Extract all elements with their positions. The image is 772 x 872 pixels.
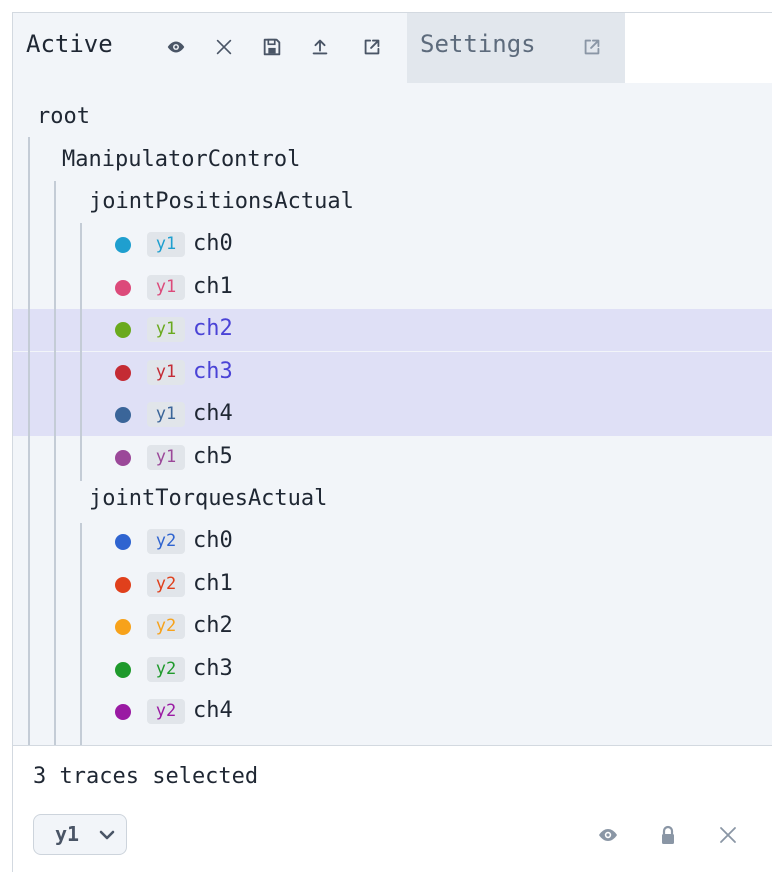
trace-color-dot [115, 534, 131, 550]
trace-row[interactable]: y1 ch4 [13, 394, 772, 436]
axis-badge[interactable]: y1 [147, 402, 185, 427]
trace-color-dot [115, 237, 131, 253]
trace-color-dot [115, 364, 131, 381]
tab-settings[interactable]: Settings [407, 13, 625, 83]
selection-count: 3 traces selected [33, 764, 259, 789]
trace-color-dot [115, 576, 131, 593]
trace-row[interactable]: y2 ch3 [13, 649, 772, 691]
chevron-down-icon [99, 830, 115, 840]
trace-label: ch1 [193, 570, 233, 596]
eye-icon[interactable] [164, 35, 188, 59]
axis-badge[interactable]: y1 [147, 274, 185, 300]
axis-badge[interactable]: y1 [147, 317, 185, 342]
trace-label: ch2 [193, 613, 233, 638]
trace-row[interactable]: y1 ch3 [13, 351, 772, 394]
trace-color-dot [115, 279, 131, 296]
trace-row[interactable]: y1 ch2 [13, 309, 772, 351]
trace-row[interactable]: y2 ch4 [13, 691, 772, 733]
trace-row[interactable]: y2 ch1 [13, 564, 772, 606]
tree-guide-section-1 [80, 523, 82, 745]
trace-row[interactable]: y1 ch0 [13, 224, 772, 266]
settings-popout-icon[interactable] [580, 35, 604, 59]
axis-badge[interactable]: y1 [147, 444, 185, 470]
trace-color-dot [115, 704, 131, 720]
trace-color-dot [115, 449, 131, 466]
trace-label: ch0 [193, 528, 233, 553]
trace-row[interactable]: y2 ch2 [13, 606, 772, 648]
trace-label: ch4 [193, 698, 233, 723]
trace-label: ch3 [193, 358, 233, 384]
tab-bar: Active Settings [13, 13, 772, 83]
tree-node-root[interactable]: root [37, 104, 90, 129]
trace-label: ch4 [193, 401, 233, 426]
footer: 3 traces selected y1 [13, 745, 772, 872]
trace-label: ch0 [193, 231, 233, 256]
upload-icon[interactable] [308, 35, 332, 59]
footer-eye-icon[interactable] [595, 822, 621, 848]
axis-badge[interactable]: y1 [147, 359, 185, 385]
trace-color-dot [115, 407, 131, 423]
tree-node-section-0[interactable]: jointPositionsActual [89, 189, 354, 214]
footer-close-icon[interactable] [715, 822, 741, 848]
trace-row[interactable]: y1 ch5 [13, 437, 772, 479]
axis-badge[interactable]: y2 [147, 699, 185, 724]
tree-node-group[interactable]: ManipulatorControl [62, 147, 301, 172]
axis-badge[interactable]: y2 [147, 529, 185, 554]
trace-color-dot [115, 619, 131, 635]
lock-icon[interactable] [655, 822, 681, 848]
tree-guide-group [54, 181, 56, 745]
tree-guide-root [28, 137, 30, 745]
axis-badge[interactable]: y2 [147, 571, 185, 597]
trace-label: ch2 [193, 316, 233, 341]
tab-active[interactable]: Active [13, 13, 407, 83]
axis-badge[interactable]: y2 [147, 614, 185, 639]
popout-icon[interactable] [360, 35, 384, 59]
axis-select-value: y1 [55, 822, 80, 846]
trace-label: ch5 [193, 443, 233, 469]
trace-row[interactable]: y2 ch0 [13, 521, 772, 563]
tab-active-label: Active [26, 30, 113, 58]
axis-badge[interactable]: y1 [147, 232, 185, 257]
trace-label: ch1 [193, 273, 233, 299]
trace-row[interactable]: y1 ch1 [13, 267, 772, 309]
tree-node-section-1[interactable]: jointTorquesActual [89, 486, 328, 511]
axis-badge[interactable]: y2 [147, 656, 185, 682]
axis-select[interactable]: y1 [33, 814, 127, 855]
trace-color-dot [115, 661, 131, 678]
close-icon[interactable] [212, 35, 236, 59]
tab-settings-label: Settings [420, 30, 536, 58]
save-icon[interactable] [260, 35, 284, 59]
trace-label: ch3 [193, 655, 233, 681]
tree-guide-section-0 [80, 223, 82, 481]
trace-tree: y2 ch4 y2 ch3 y2 ch2 y2 ch1 y2 ch0 y1 ch5 y1 ch4 y1 ch3… [13, 83, 772, 745]
traces-panel: Active Settings y2 ch4 y2 ch3 y2 ch2 y2 [12, 12, 772, 872]
trace-color-dot [115, 322, 131, 338]
